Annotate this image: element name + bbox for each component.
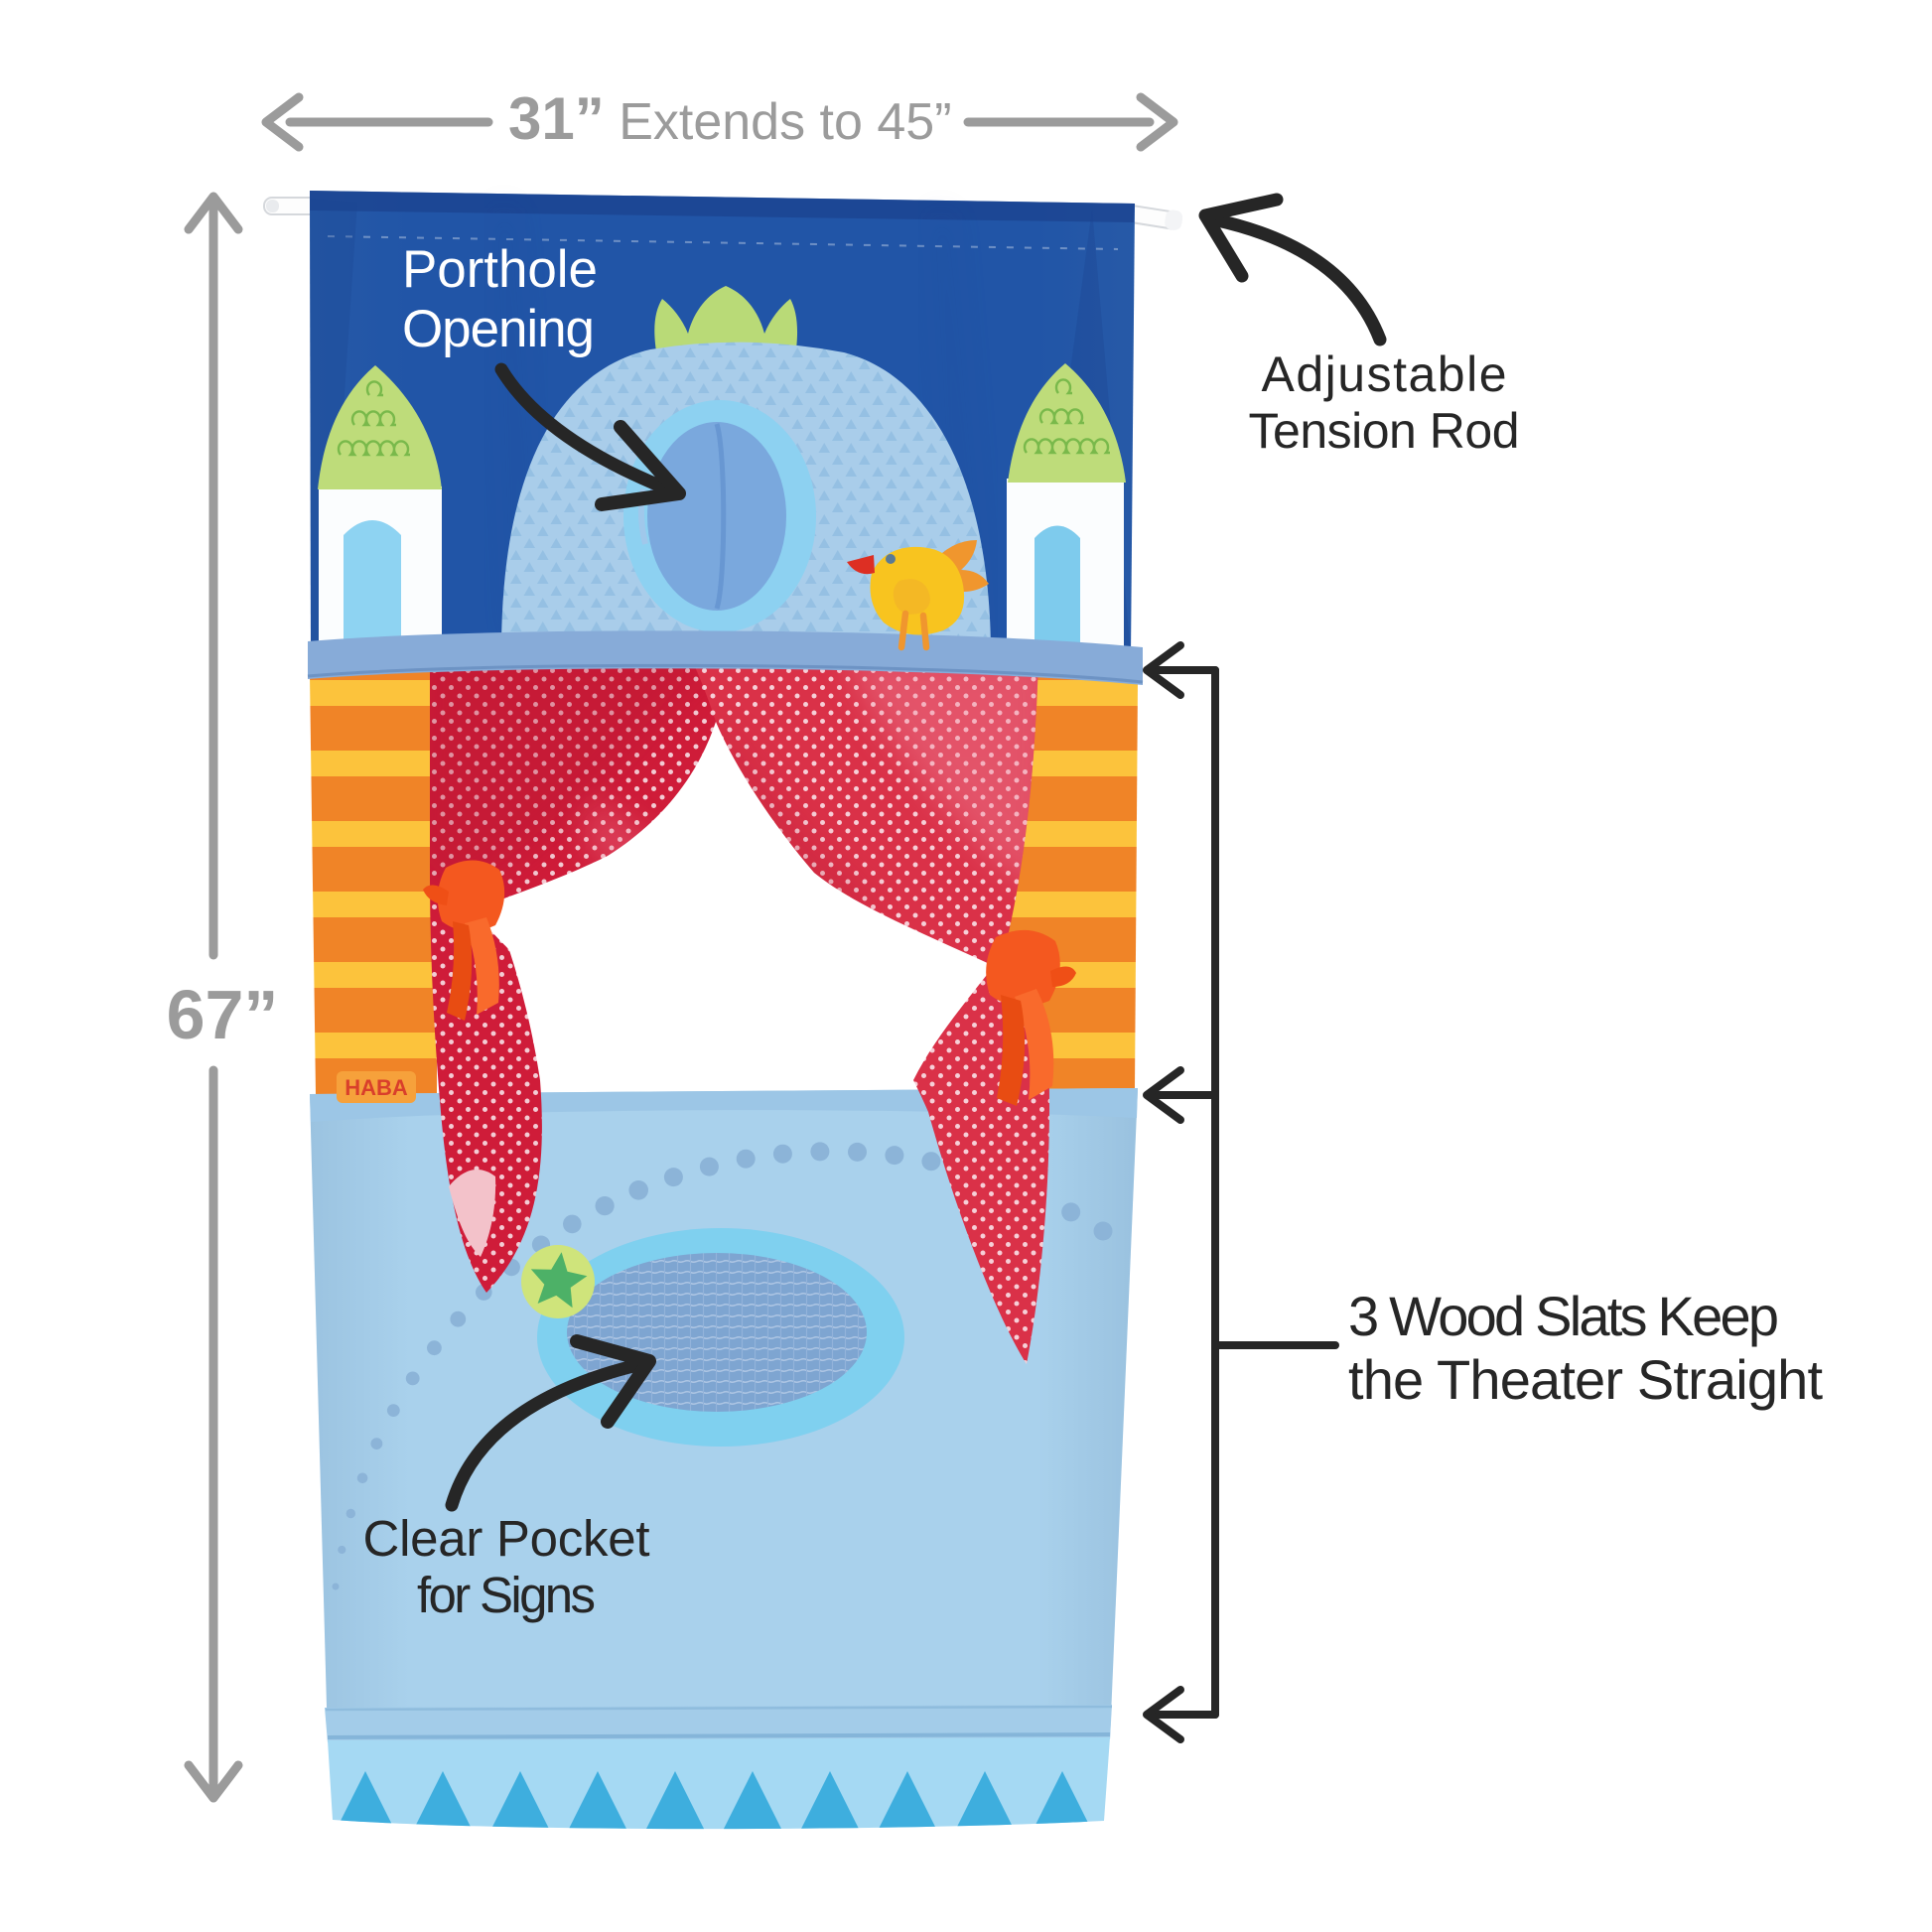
svg-text:the Theater Straight: the Theater Straight <box>1348 1348 1823 1411</box>
svg-text:31” Extends to 45”: 31” Extends to 45” <box>508 85 952 152</box>
svg-text:Porthole: Porthole <box>402 240 598 299</box>
svg-text:Clear Pocket: Clear Pocket <box>363 1510 650 1567</box>
svg-text:Adjustable: Adjustable <box>1262 346 1507 402</box>
svg-text:Opening: Opening <box>402 300 595 358</box>
svg-text:for Signs: for Signs <box>417 1567 596 1623</box>
svg-text:HABA: HABA <box>345 1075 408 1100</box>
svg-text:67”: 67” <box>167 976 279 1053</box>
svg-text:Tension Rod: Tension Rod <box>1249 403 1520 459</box>
svg-text:3 Wood Slats Keep: 3 Wood Slats Keep <box>1348 1285 1779 1347</box>
